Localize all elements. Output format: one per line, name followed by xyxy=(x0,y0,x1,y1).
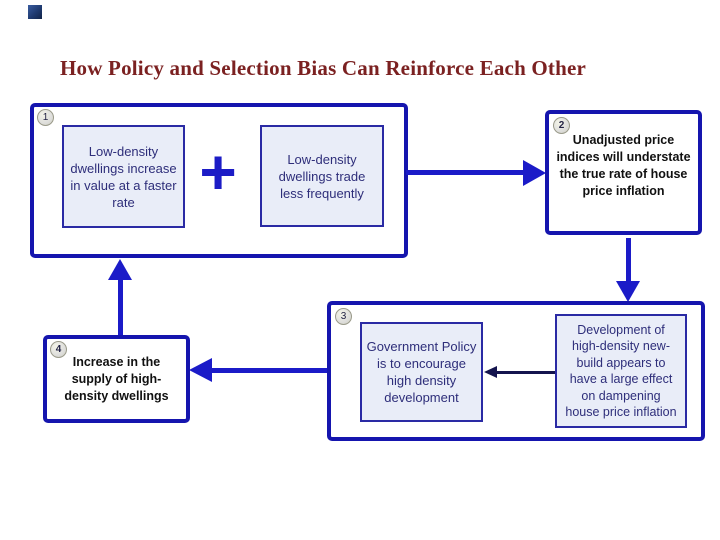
group-box-1: 1 Low-density dwellings increase in valu… xyxy=(30,103,408,258)
node-supply-increase: 4 Increase in the supply of high- densit… xyxy=(43,335,190,423)
arrow-head-left-icon xyxy=(189,358,212,382)
step-badge-2: 2 xyxy=(553,117,570,134)
node-development-effect: Development of high-density new- build a… xyxy=(555,314,687,428)
node-low-density-trade: Low-density dwellings trade less frequen… xyxy=(260,125,384,227)
step-badge-4: 4 xyxy=(50,341,67,358)
node-government-policy: Government Policy is to encourage high d… xyxy=(360,322,483,422)
arrow-head-right-icon xyxy=(523,160,546,186)
plus-operator: + xyxy=(199,136,237,208)
arrow-head-left-icon xyxy=(484,366,497,378)
node-unadjusted-indices: 2 Unadjusted price indices will understa… xyxy=(545,110,702,235)
arrow-shaft xyxy=(497,371,555,374)
arrow-head-down-icon xyxy=(616,281,640,302)
node-low-density-value: Low-density dwellings increase in value … xyxy=(62,125,185,228)
node-unadjusted-indices-label: Unadjusted price indices will understate… xyxy=(556,132,691,198)
group-box-3: 3 Government Policy is to encourage high… xyxy=(327,301,705,441)
slide-title: How Policy and Selection Bias Can Reinfo… xyxy=(60,56,587,80)
arrow-shaft xyxy=(626,238,631,283)
arrow-head-up-icon xyxy=(108,259,132,280)
slide-bullet-decoration xyxy=(28,5,42,19)
arrow-shaft xyxy=(118,278,123,335)
step-badge-1: 1 xyxy=(37,109,54,126)
step-badge-3: 3 xyxy=(335,308,352,325)
arrow-shaft xyxy=(210,368,327,373)
arrow-shaft xyxy=(406,170,524,175)
node-supply-increase-label: Increase in the supply of high- density … xyxy=(64,354,169,403)
